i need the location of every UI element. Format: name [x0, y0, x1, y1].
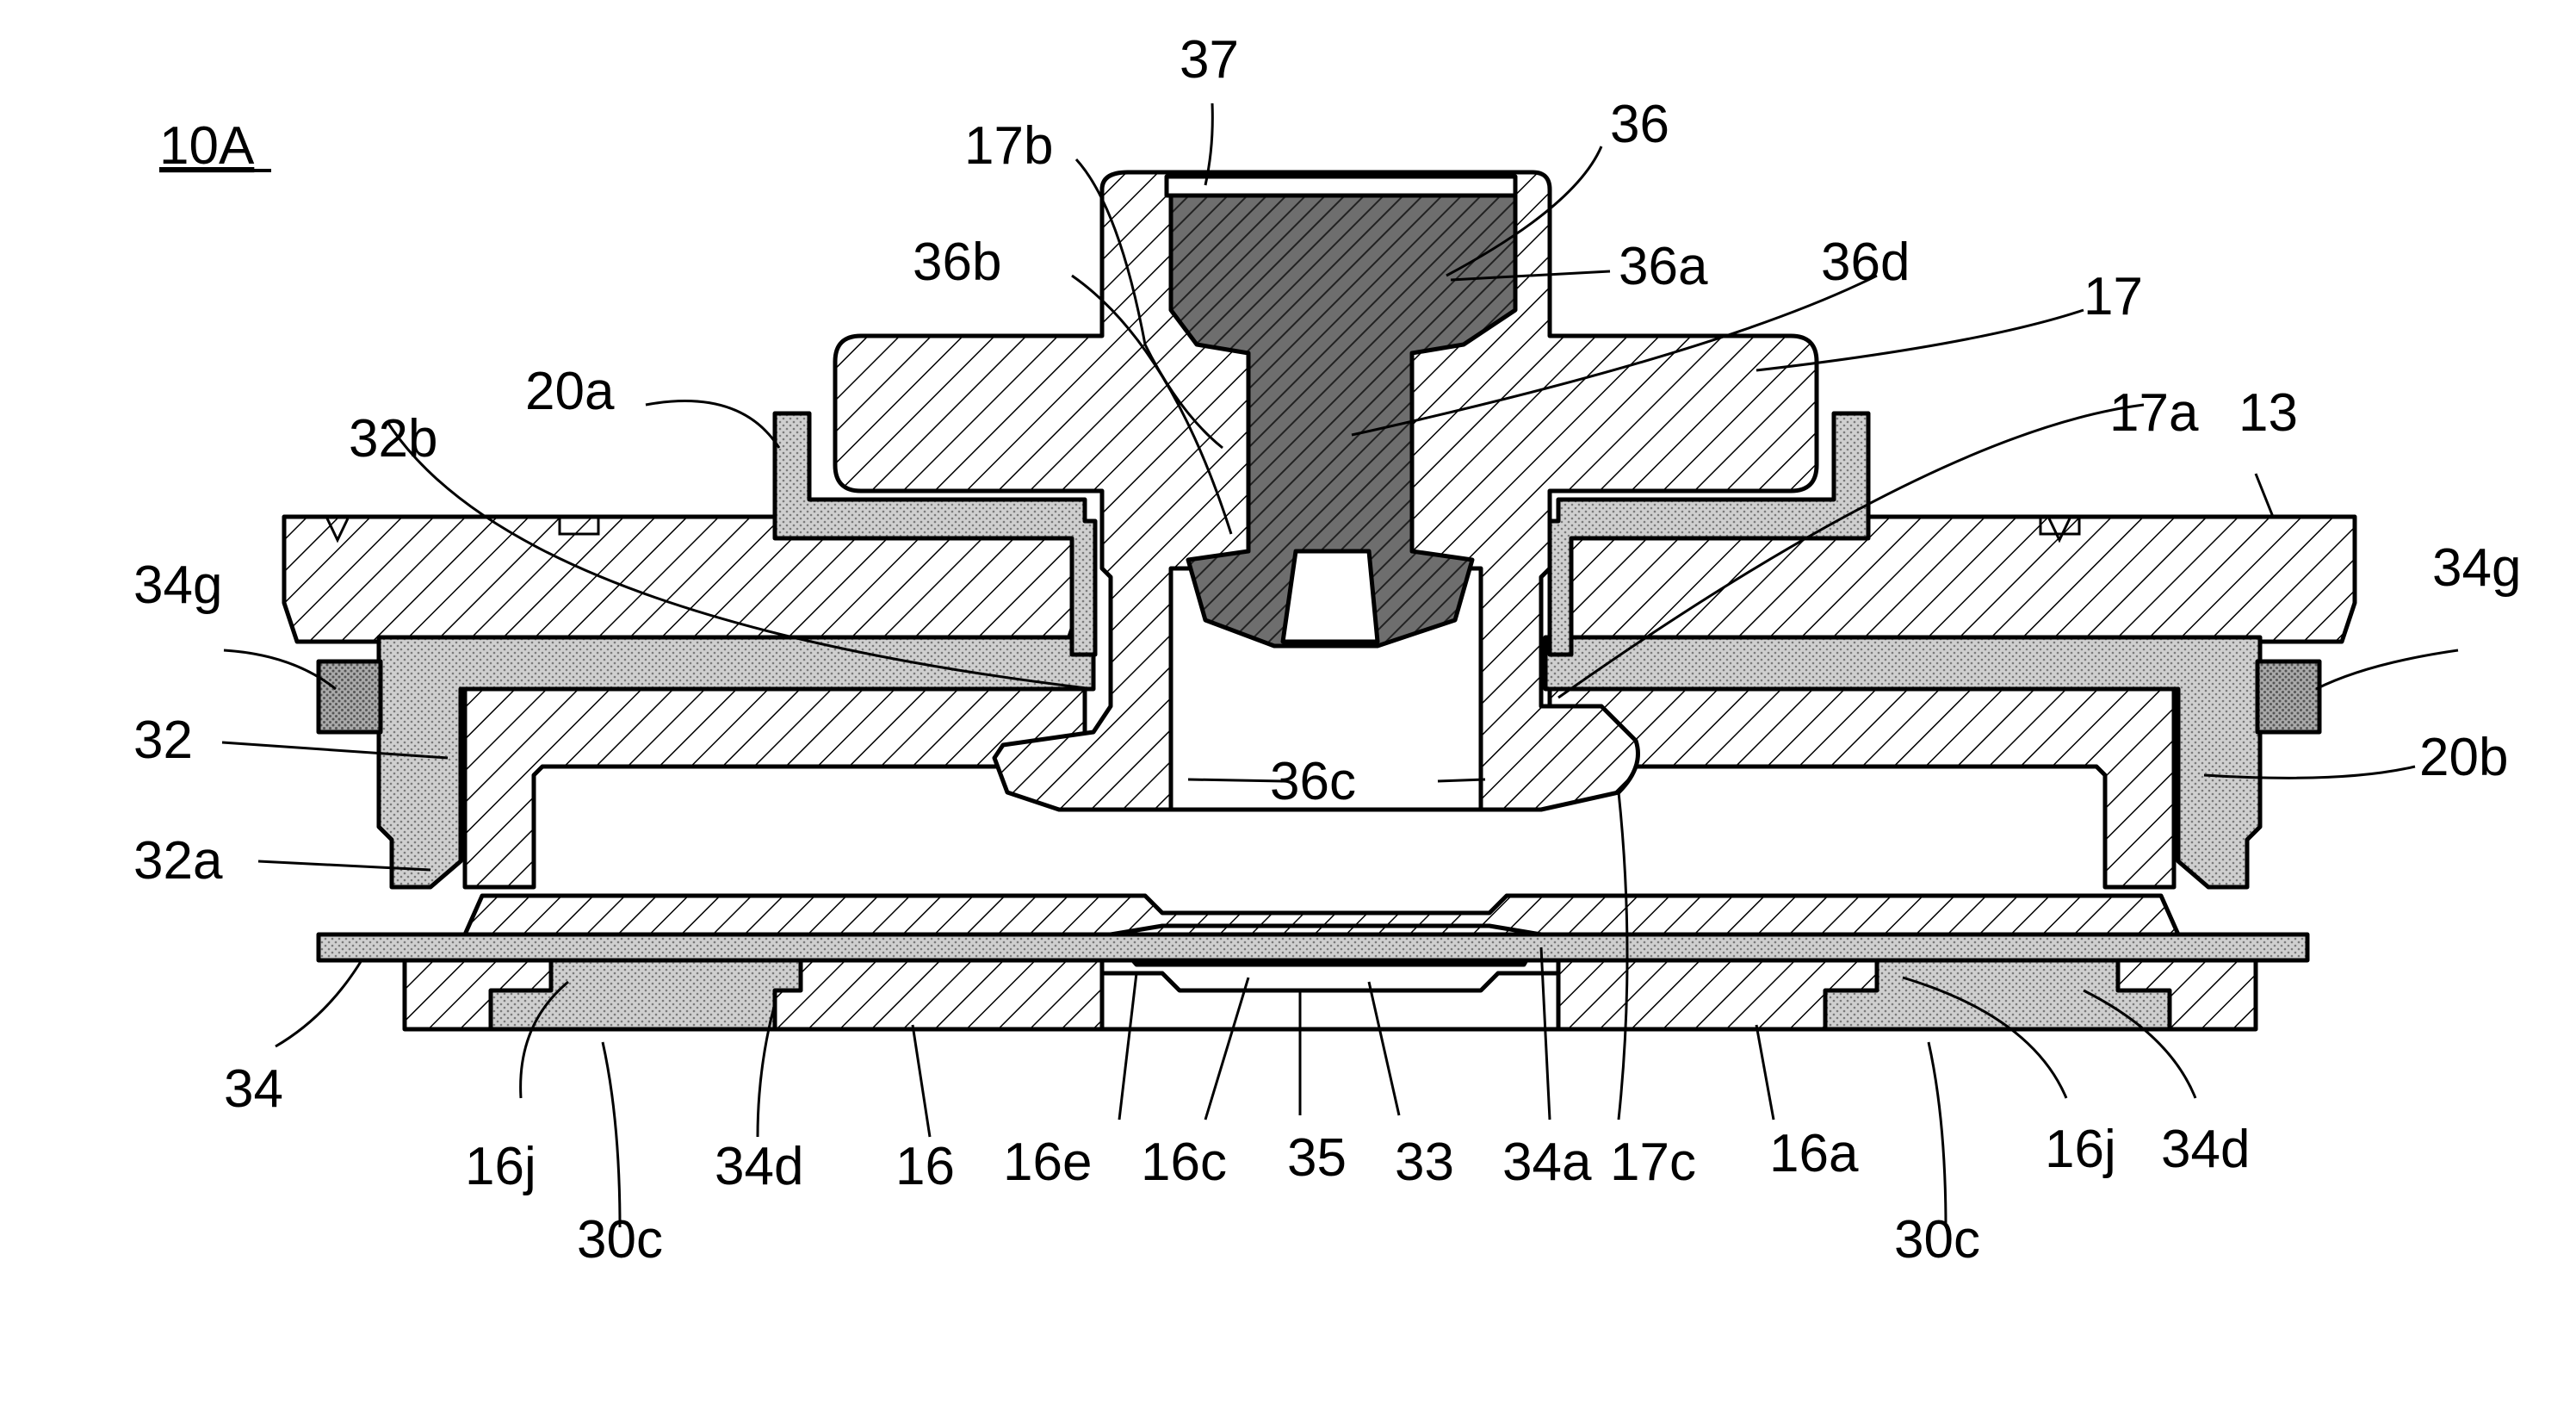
part-34-base-plate: [319, 934, 2307, 960]
label-32: 32: [133, 711, 193, 770]
label-16j-right: 16j: [2045, 1120, 2116, 1179]
label-16: 16: [895, 1137, 955, 1196]
label-36: 36: [1610, 95, 1669, 154]
label-32b: 32b: [349, 409, 437, 469]
label-33: 33: [1395, 1133, 1454, 1192]
label-34g-left: 34g: [133, 556, 222, 615]
label-30c-left: 30c: [577, 1210, 663, 1270]
label-35: 35: [1287, 1128, 1347, 1188]
label-36b: 36b: [913, 233, 1001, 292]
label-34g-right: 34g: [2432, 538, 2521, 598]
label-16a: 16a: [1769, 1124, 1859, 1183]
part-37-cap: [1167, 177, 1515, 196]
label-16j-left: 16j: [465, 1137, 536, 1196]
label-30c-right: 30c: [1894, 1210, 1980, 1270]
label-16c: 16c: [1141, 1133, 1227, 1192]
label-34a: 34a: [1502, 1133, 1592, 1192]
figure-ref-label: 10A: [159, 116, 255, 176]
label-36c: 36c: [1270, 752, 1356, 811]
label-17c: 17c: [1610, 1133, 1696, 1192]
label-36d: 36d: [1821, 233, 1910, 292]
label-17b: 17b: [964, 116, 1053, 176]
label-13: 13: [2239, 383, 2298, 443]
label-37: 37: [1180, 30, 1239, 90]
label-34d-left: 34d: [715, 1137, 803, 1196]
label-34d-right: 34d: [2161, 1120, 2250, 1179]
label-20a: 20a: [525, 362, 615, 421]
label-36a: 36a: [1619, 237, 1708, 296]
label-32a: 32a: [133, 831, 223, 891]
part-16-bottom-case: [405, 960, 2256, 1029]
label-16e: 16e: [1003, 1133, 1092, 1192]
label-17a: 17a: [2109, 383, 2199, 443]
label-34: 34: [224, 1059, 283, 1119]
label-20b: 20b: [2419, 728, 2508, 787]
label-17: 17: [2084, 267, 2143, 326]
